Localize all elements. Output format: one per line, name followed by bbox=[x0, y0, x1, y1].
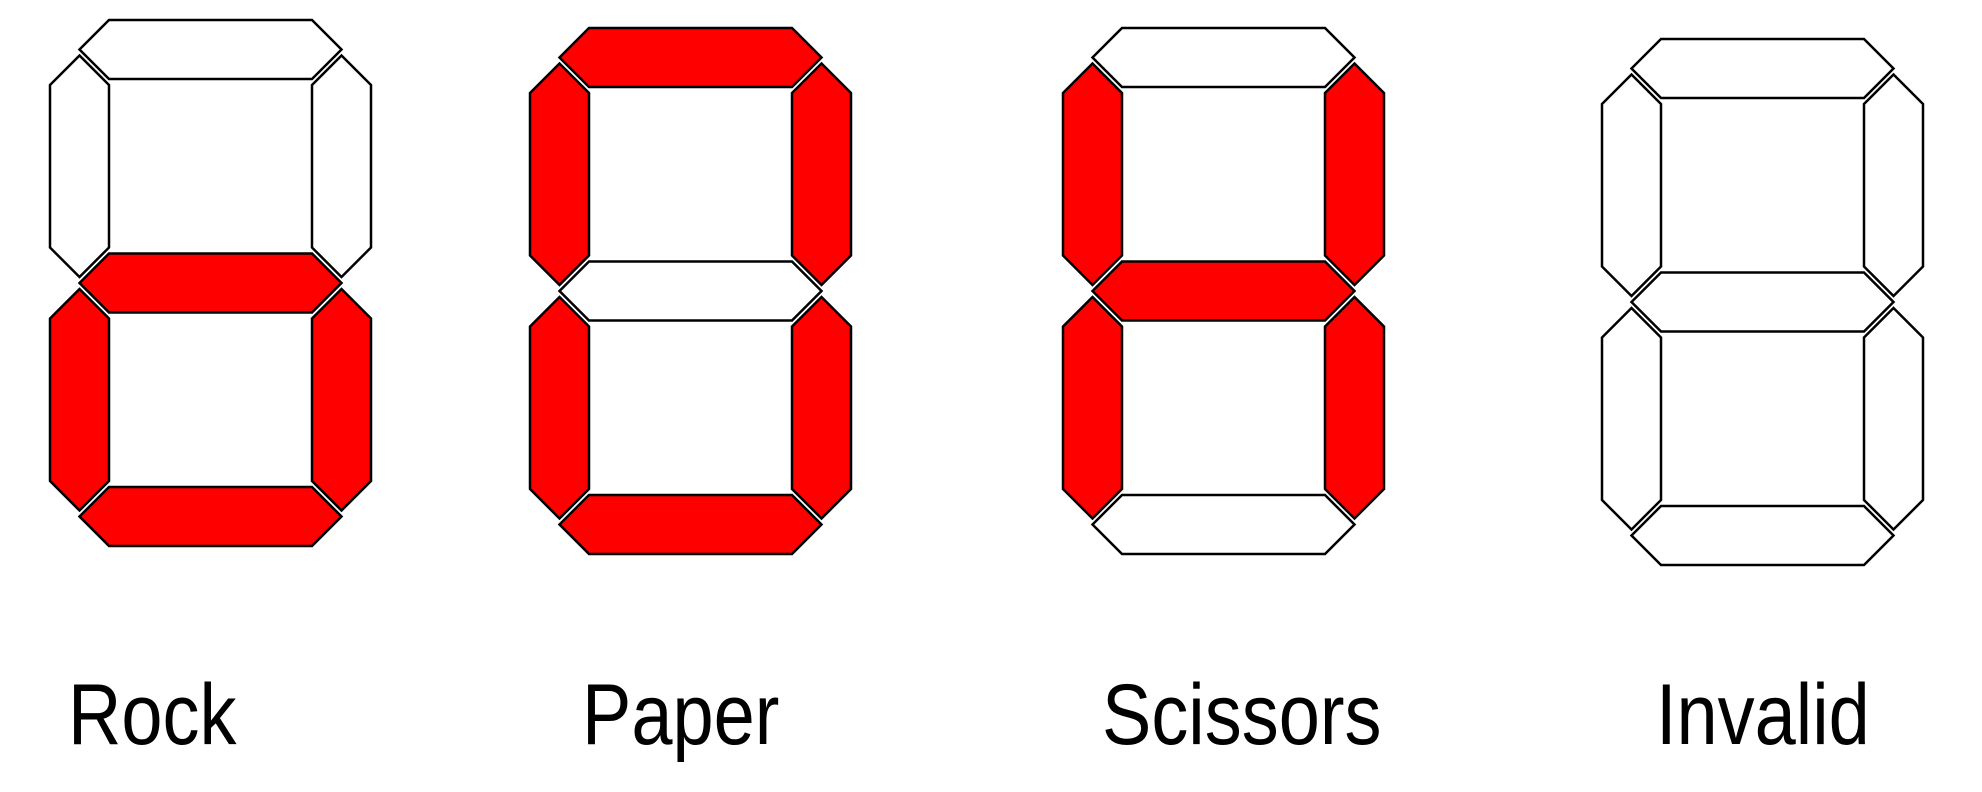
segment-e-on bbox=[528, 295, 591, 521]
segment-c-on bbox=[790, 295, 853, 521]
segment-e-on bbox=[48, 287, 111, 513]
display-label-paper: Paper bbox=[582, 667, 780, 763]
segment-e-off bbox=[1600, 306, 1663, 532]
segment-c-on bbox=[310, 287, 373, 513]
segment-e-on bbox=[1061, 295, 1124, 521]
segment-a-on bbox=[557, 26, 824, 89]
segment-b-off bbox=[310, 53, 373, 279]
segment-f-off bbox=[48, 53, 111, 279]
segment-c-on bbox=[1323, 295, 1386, 521]
segment-f-on bbox=[528, 61, 591, 287]
display-label-scissors: Scissors bbox=[1102, 667, 1382, 763]
segment-b-on bbox=[790, 61, 853, 287]
display-scissors bbox=[1061, 26, 1386, 556]
segment-a-off bbox=[77, 18, 344, 81]
display-rock bbox=[48, 18, 373, 548]
segment-a-off bbox=[1629, 37, 1896, 100]
display-label-invalid: Invalid bbox=[1656, 667, 1870, 763]
display-paper bbox=[528, 26, 853, 556]
segment-c-off bbox=[1862, 306, 1925, 532]
segment-b-on bbox=[1323, 61, 1386, 287]
segment-d-on bbox=[77, 485, 344, 548]
segment-b-off bbox=[1862, 72, 1925, 298]
segment-d-on bbox=[557, 493, 824, 556]
segment-d-off bbox=[1090, 493, 1357, 556]
segment-f-on bbox=[1061, 61, 1124, 287]
segment-d-off bbox=[1629, 504, 1896, 567]
segment-g-on bbox=[1090, 260, 1357, 322]
display-invalid bbox=[1600, 37, 1925, 567]
segment-g-off bbox=[557, 260, 824, 322]
segment-g-off bbox=[1629, 271, 1896, 333]
segment-a-off bbox=[1090, 26, 1357, 89]
segment-g-on bbox=[77, 252, 344, 314]
segment-f-off bbox=[1600, 72, 1663, 298]
display-label-rock: Rock bbox=[68, 667, 237, 763]
